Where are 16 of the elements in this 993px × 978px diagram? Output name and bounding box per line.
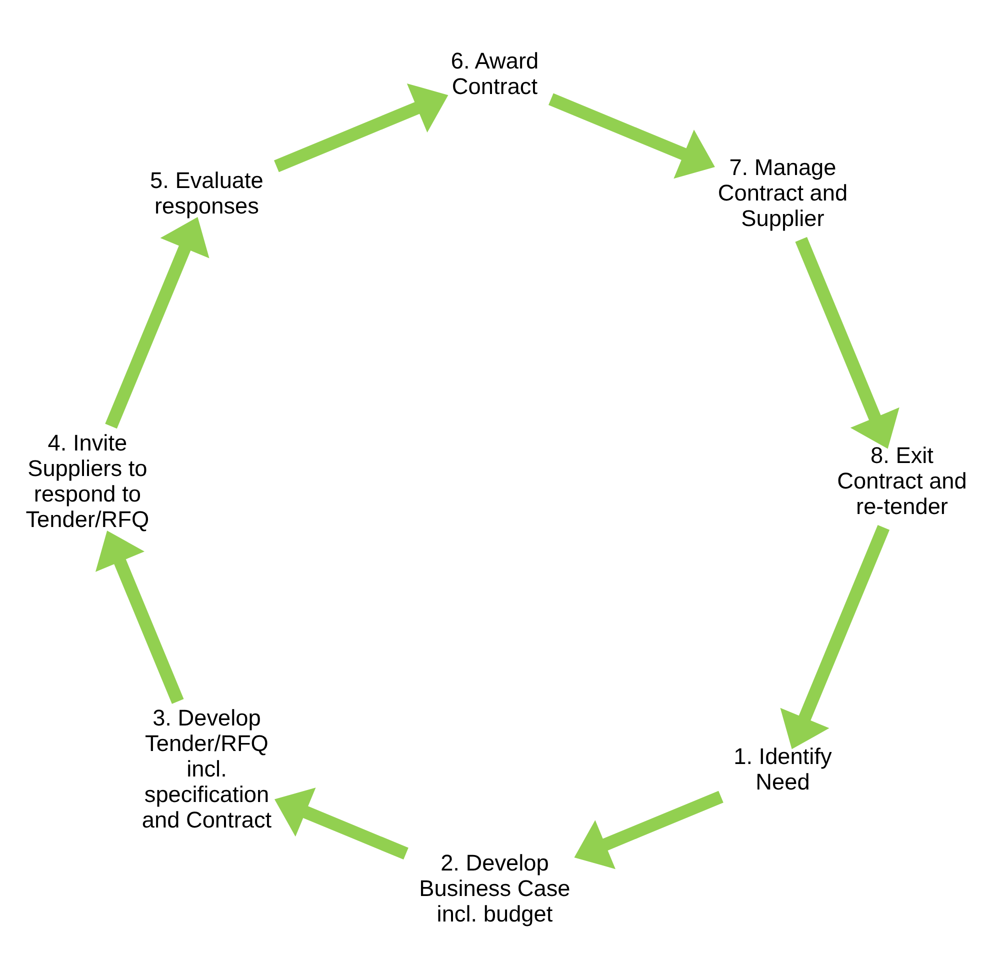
node-text: 2. Develop Business Case incl. budget	[419, 848, 570, 926]
arrow	[780, 524, 890, 749]
node-text: 7. Manage Contract and Supplier	[718, 154, 848, 231]
arrow	[274, 787, 408, 860]
node-text: 1. Identify Need	[734, 742, 832, 794]
arrow	[548, 92, 715, 178]
node-text: 4. Invite Suppliers to respond to Tender/RFQ	[26, 428, 150, 532]
arrow	[795, 236, 900, 448]
arrow	[105, 216, 210, 428]
node-text: 6. Award Contract	[450, 46, 539, 98]
node-text: 5. Evaluate responses	[150, 166, 264, 218]
arrow	[574, 790, 724, 869]
node-text: 8. Exit Contract and re-tender	[837, 442, 967, 518]
arrow	[95, 530, 184, 704]
arrow	[274, 83, 448, 172]
node-text: 3. Develop Tender/RFQ incl. specification and Contract	[142, 704, 272, 832]
